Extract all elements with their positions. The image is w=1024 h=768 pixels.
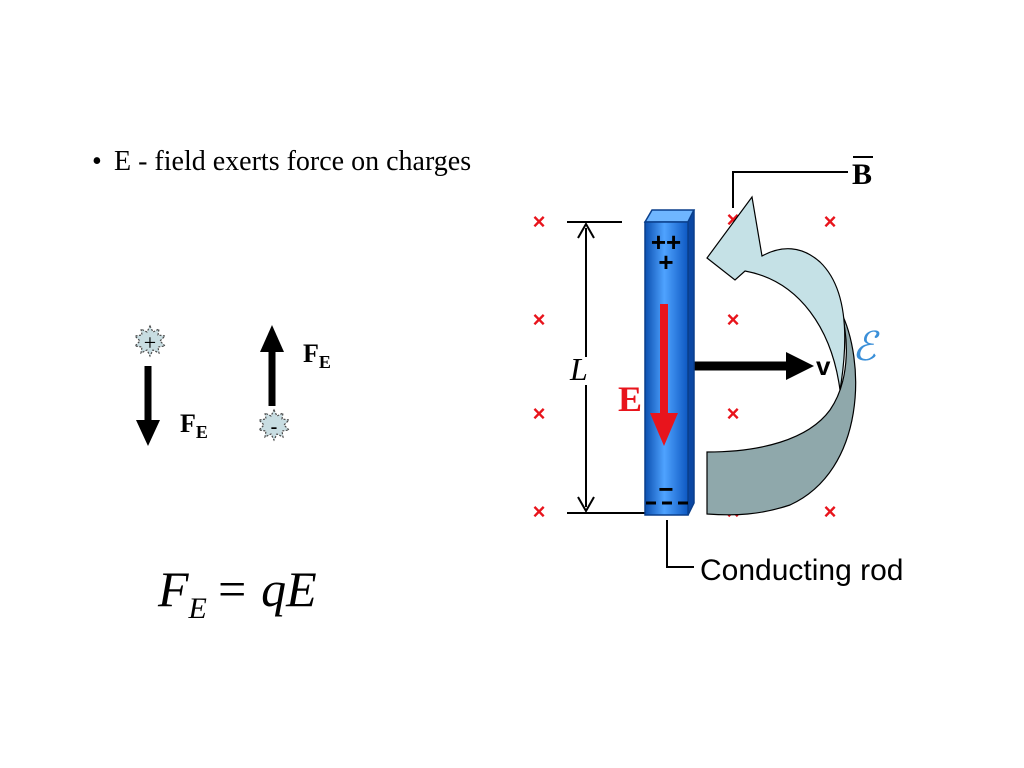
force-arrow-up-head (260, 325, 284, 352)
velocity-label: v (816, 351, 831, 381)
rod-bottom-charges: − (658, 474, 673, 504)
b-label: B (852, 158, 872, 191)
conducting-rod: ++ + − (643, 209, 696, 516)
bullet-text: E - field exerts force on charges (114, 146, 472, 177)
e-field-arrow-head (650, 413, 678, 446)
emf-curved-arrow (706, 195, 857, 516)
force-equation: FE= qE (157, 561, 317, 625)
negative-charge-icon (257, 408, 291, 442)
field-marker: × (533, 307, 546, 332)
field-marker: × (824, 209, 837, 234)
length-dimension: L (567, 221, 645, 514)
length-label: L (569, 351, 588, 387)
positive-charge-icon (133, 324, 167, 358)
bullet-point: • E - field exerts force on charges (92, 142, 472, 182)
e-field-label: E (618, 379, 642, 419)
rod-label: Conducting rod (700, 554, 903, 587)
rod-top-charge-2: + (658, 247, 673, 277)
field-marker: × (727, 401, 740, 426)
force-label-positive: FE (180, 409, 208, 442)
velocity-arrow-head (786, 352, 814, 380)
rod-top-charges: ++ (651, 227, 681, 257)
field-marker: × (727, 307, 740, 332)
rod-leader-line (666, 520, 694, 568)
field-marker: × (824, 499, 837, 524)
field-marker: × (533, 401, 546, 426)
emf-symbol: ℰ (852, 324, 880, 369)
field-marker: × (533, 499, 546, 524)
b-leader-line (732, 171, 848, 208)
negative-charge-group: FE - (257, 325, 331, 442)
positive-charge-group: + FE (133, 324, 208, 446)
bullet-marker: • (92, 146, 102, 177)
negative-sign: - (271, 416, 278, 438)
positive-sign: + (144, 330, 156, 355)
force-label-negative: FE (303, 339, 331, 372)
force-arrow-down-head (136, 420, 160, 446)
field-marker: × (533, 209, 546, 234)
